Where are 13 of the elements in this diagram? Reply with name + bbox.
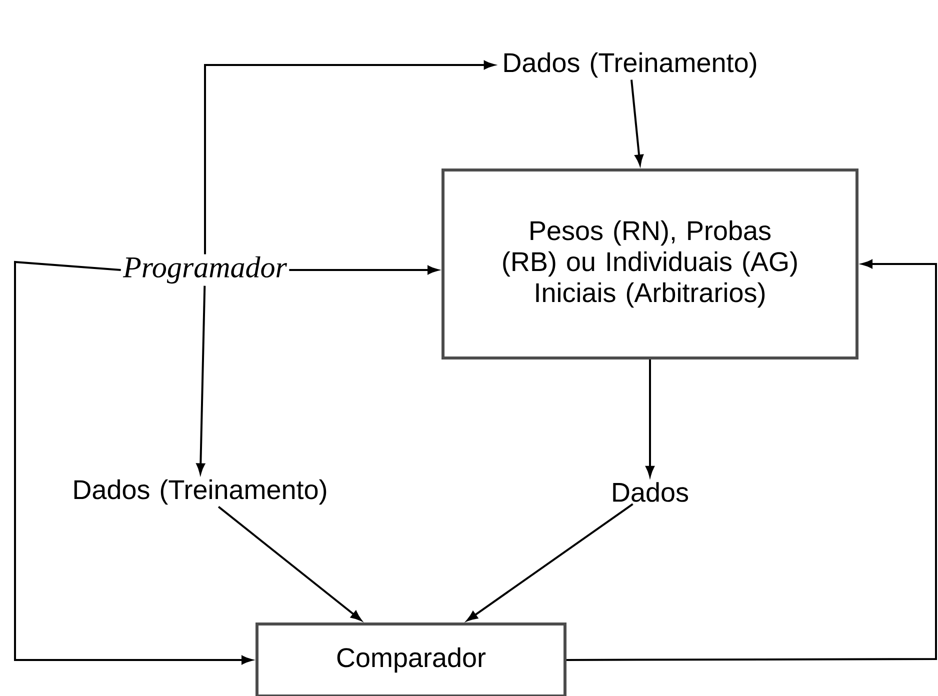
arrow [566, 260, 937, 661]
text-label: Programador [122, 256, 288, 284]
text-label: Dados [613, 482, 688, 502]
arrow [646, 360, 654, 477]
arrow [466, 503, 634, 622]
process-box: Pesos (RN), Probas (RB) ou Individuais (AG) Iniciais (Arbitrarios) [442, 168, 858, 360]
arrow [14, 260, 252, 664]
text-label: Dados (Treinamento) [74, 479, 326, 505]
arrow [630, 80, 644, 166]
arrow [289, 266, 438, 274]
text-label: Dados (Treinamento) [504, 52, 756, 78]
arrow [218, 506, 362, 621]
process-box: Comparador [256, 622, 566, 696]
